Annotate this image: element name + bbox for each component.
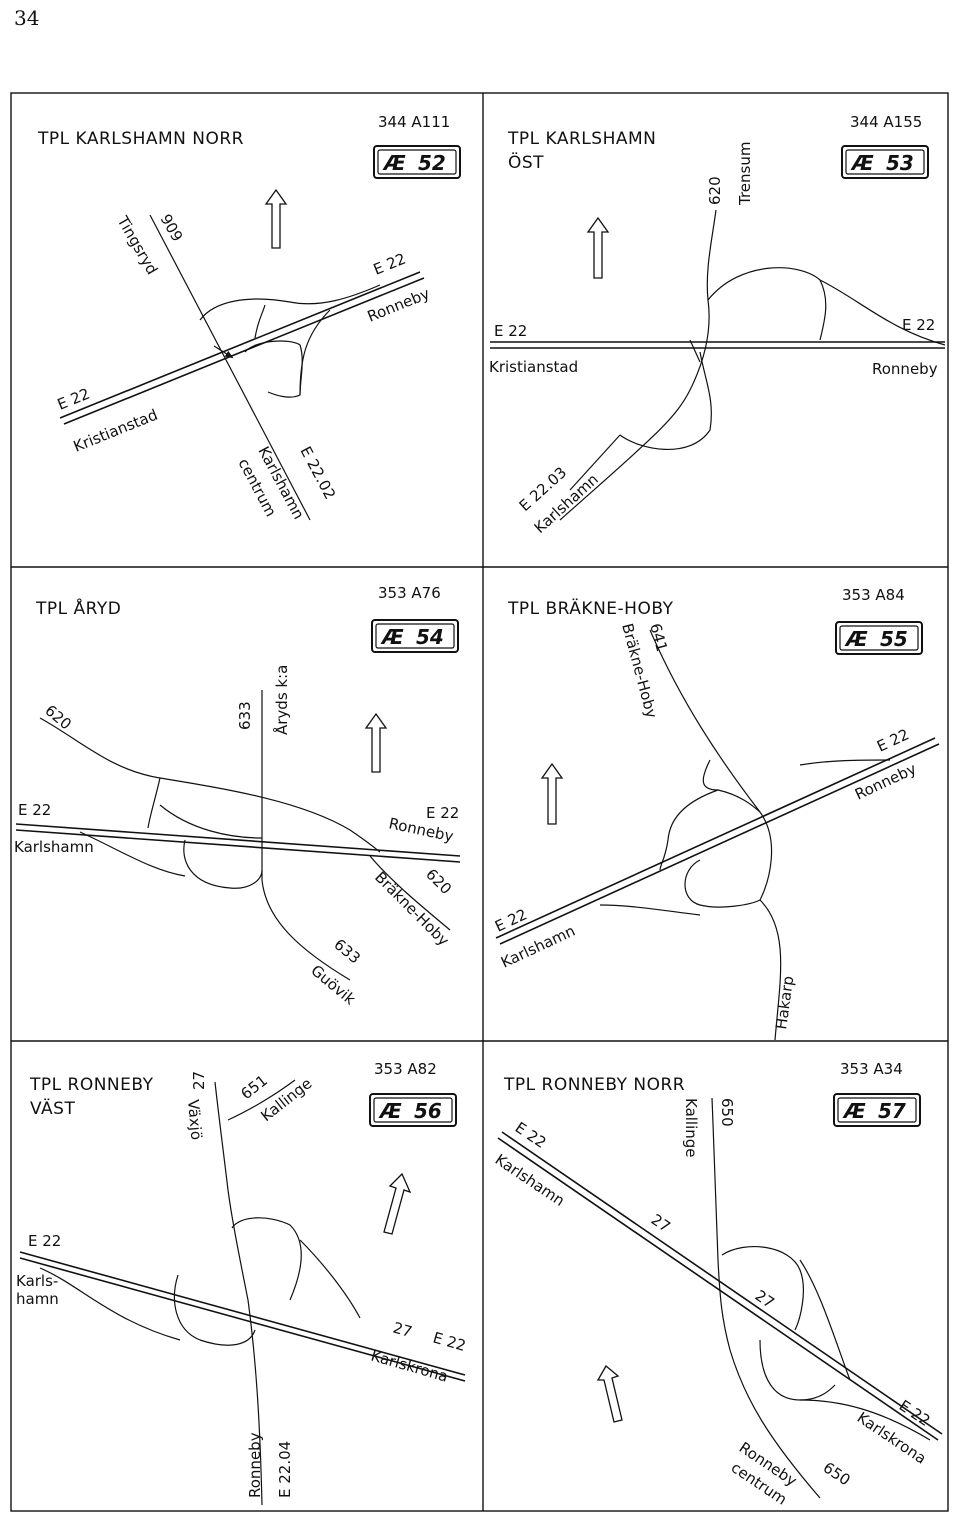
svg-text:55: 55: [880, 627, 908, 651]
panel-ronneby-norr: TPL RONNEBY NORR 353 A34 Æ 57 650 Kallin…: [492, 1060, 943, 1509]
svg-text:54: 54: [416, 625, 444, 649]
road-network: [490, 209, 946, 521]
road-number: E 22: [431, 1329, 468, 1355]
destination-label: Kristianstad: [489, 358, 578, 376]
panel-grid: [10, 92, 949, 1512]
road-network: [15, 690, 461, 981]
panel-code: 353 A84: [842, 586, 905, 604]
destination-label: Kristianstad: [71, 406, 160, 456]
road-number: 650: [718, 1098, 736, 1127]
route-badge: Æ 55: [835, 621, 923, 655]
road-number: 620: [706, 176, 724, 205]
road-number: 650: [820, 1458, 854, 1489]
route-badge: Æ 52: [373, 145, 461, 179]
destination-label: Trensum: [736, 142, 754, 206]
route-badge: Æ 56: [369, 1093, 457, 1127]
north-arrow-icon: [264, 188, 288, 249]
road-number: E 22: [494, 322, 527, 340]
road-number: E 22.04: [276, 1441, 294, 1498]
panel-title: TPL BRÄKNE-HOBY: [507, 598, 674, 619]
destination-label: Ronneby: [852, 760, 919, 804]
road-number: 633: [236, 701, 254, 730]
panel-code: 353 A76: [378, 584, 441, 602]
panel-karlshamn-ost: TPL KARLSHAMN ÖST 344 A155 Æ 53 620 Tren…: [489, 113, 946, 537]
svg-text:Æ: Æ: [842, 1099, 866, 1123]
road-number: E 22: [512, 1118, 550, 1152]
destination-label: Ronneby: [872, 360, 938, 378]
road-number: 27: [648, 1210, 674, 1236]
destination-label: Karlshamn: [14, 838, 94, 856]
destination-label: Kallinge: [682, 1098, 700, 1158]
destination-label: Hakarp: [772, 975, 797, 1031]
panel-code: 353 A34: [840, 1060, 903, 1078]
panel-title: TPL RONNEBY: [29, 1075, 154, 1095]
panel-karlshamn-norr: TPL KARLSHAMN NORR 344 A111 Æ 52 909 Tin…: [37, 113, 461, 522]
road-number: 27: [391, 1319, 414, 1342]
panel-code: 344 A111: [378, 113, 450, 131]
svg-text:53: 53: [886, 151, 914, 175]
north-arrow-icon: [596, 1365, 623, 1423]
panel-code: 353 A82: [374, 1060, 437, 1078]
road-network: [59, 214, 425, 521]
svg-text:56: 56: [414, 1099, 442, 1123]
road-network: [497, 1097, 943, 1499]
north-arrow-icon: [586, 216, 610, 279]
road-number: 27: [752, 1286, 778, 1312]
svg-text:Æ: Æ: [844, 627, 868, 651]
road-number: 27: [190, 1071, 208, 1090]
route-badge: Æ 53: [841, 145, 929, 179]
svg-text:52: 52: [418, 151, 446, 175]
road-network: [495, 629, 940, 1041]
panel-title: TPL RONNEBY NORR: [503, 1075, 685, 1095]
road-number: 633: [330, 935, 364, 967]
north-arrow-icon: [383, 1172, 412, 1235]
panel-title: ÖST: [508, 151, 544, 173]
road-network: [19, 1079, 466, 1506]
panel-aryd: TPL ÅRYD 353 A76 Æ 54 620 633 Åryds k:a …: [14, 584, 461, 1009]
road-number: 641: [646, 621, 671, 653]
road-number: 620: [422, 865, 455, 898]
road-number: 620: [41, 701, 75, 733]
svg-text:Æ: Æ: [380, 625, 404, 649]
destination-label: Ronneby: [246, 1432, 264, 1498]
road-number: 909: [157, 211, 187, 245]
panel-ronneby-vast: TPL RONNEBY VÄST 353 A82 Æ 56 27 Växjö 6…: [16, 1060, 468, 1506]
destination-label: Åryds k:a: [272, 665, 291, 735]
road-number: E 22: [55, 385, 93, 414]
svg-text:Æ: Æ: [378, 1099, 402, 1123]
panel-brakne-hoby: TPL BRÄKNE-HOBY 353 A84 Æ 55 641 Bräkne-…: [492, 586, 940, 1041]
destination-label: Karlskrona: [369, 1347, 450, 1386]
road-number: E 22: [371, 250, 409, 279]
road-number: E 22: [426, 804, 459, 822]
destination-label: Karls-: [16, 1272, 58, 1290]
road-number: E 22: [18, 801, 51, 819]
panel-code: 344 A155: [850, 113, 922, 131]
route-badge: Æ 57: [833, 1093, 921, 1127]
road-number: E 22: [902, 316, 935, 334]
road-number: E 22.02: [296, 443, 339, 502]
road-number: E 22: [28, 1232, 61, 1250]
svg-text:Æ: Æ: [850, 151, 874, 175]
panel-title: VÄST: [30, 1098, 75, 1119]
north-arrow-icon: [540, 762, 564, 825]
destination-label: Växjö: [184, 1099, 205, 1141]
svg-text:57: 57: [878, 1099, 906, 1123]
panel-title: TPL KARLSHAMN: [507, 129, 656, 149]
route-badge: Æ 54: [371, 619, 459, 653]
panel-title: TPL ÅRYD: [35, 597, 121, 619]
svg-text:Æ: Æ: [382, 151, 406, 175]
panel-title: TPL KARLSHAMN NORR: [37, 129, 244, 149]
destination-label: Guövik: [307, 961, 359, 1008]
north-arrow-icon: [364, 712, 388, 773]
destination-label: hamn: [16, 1290, 59, 1308]
road-number: 651: [237, 1071, 271, 1103]
page-number: 34: [14, 6, 40, 30]
